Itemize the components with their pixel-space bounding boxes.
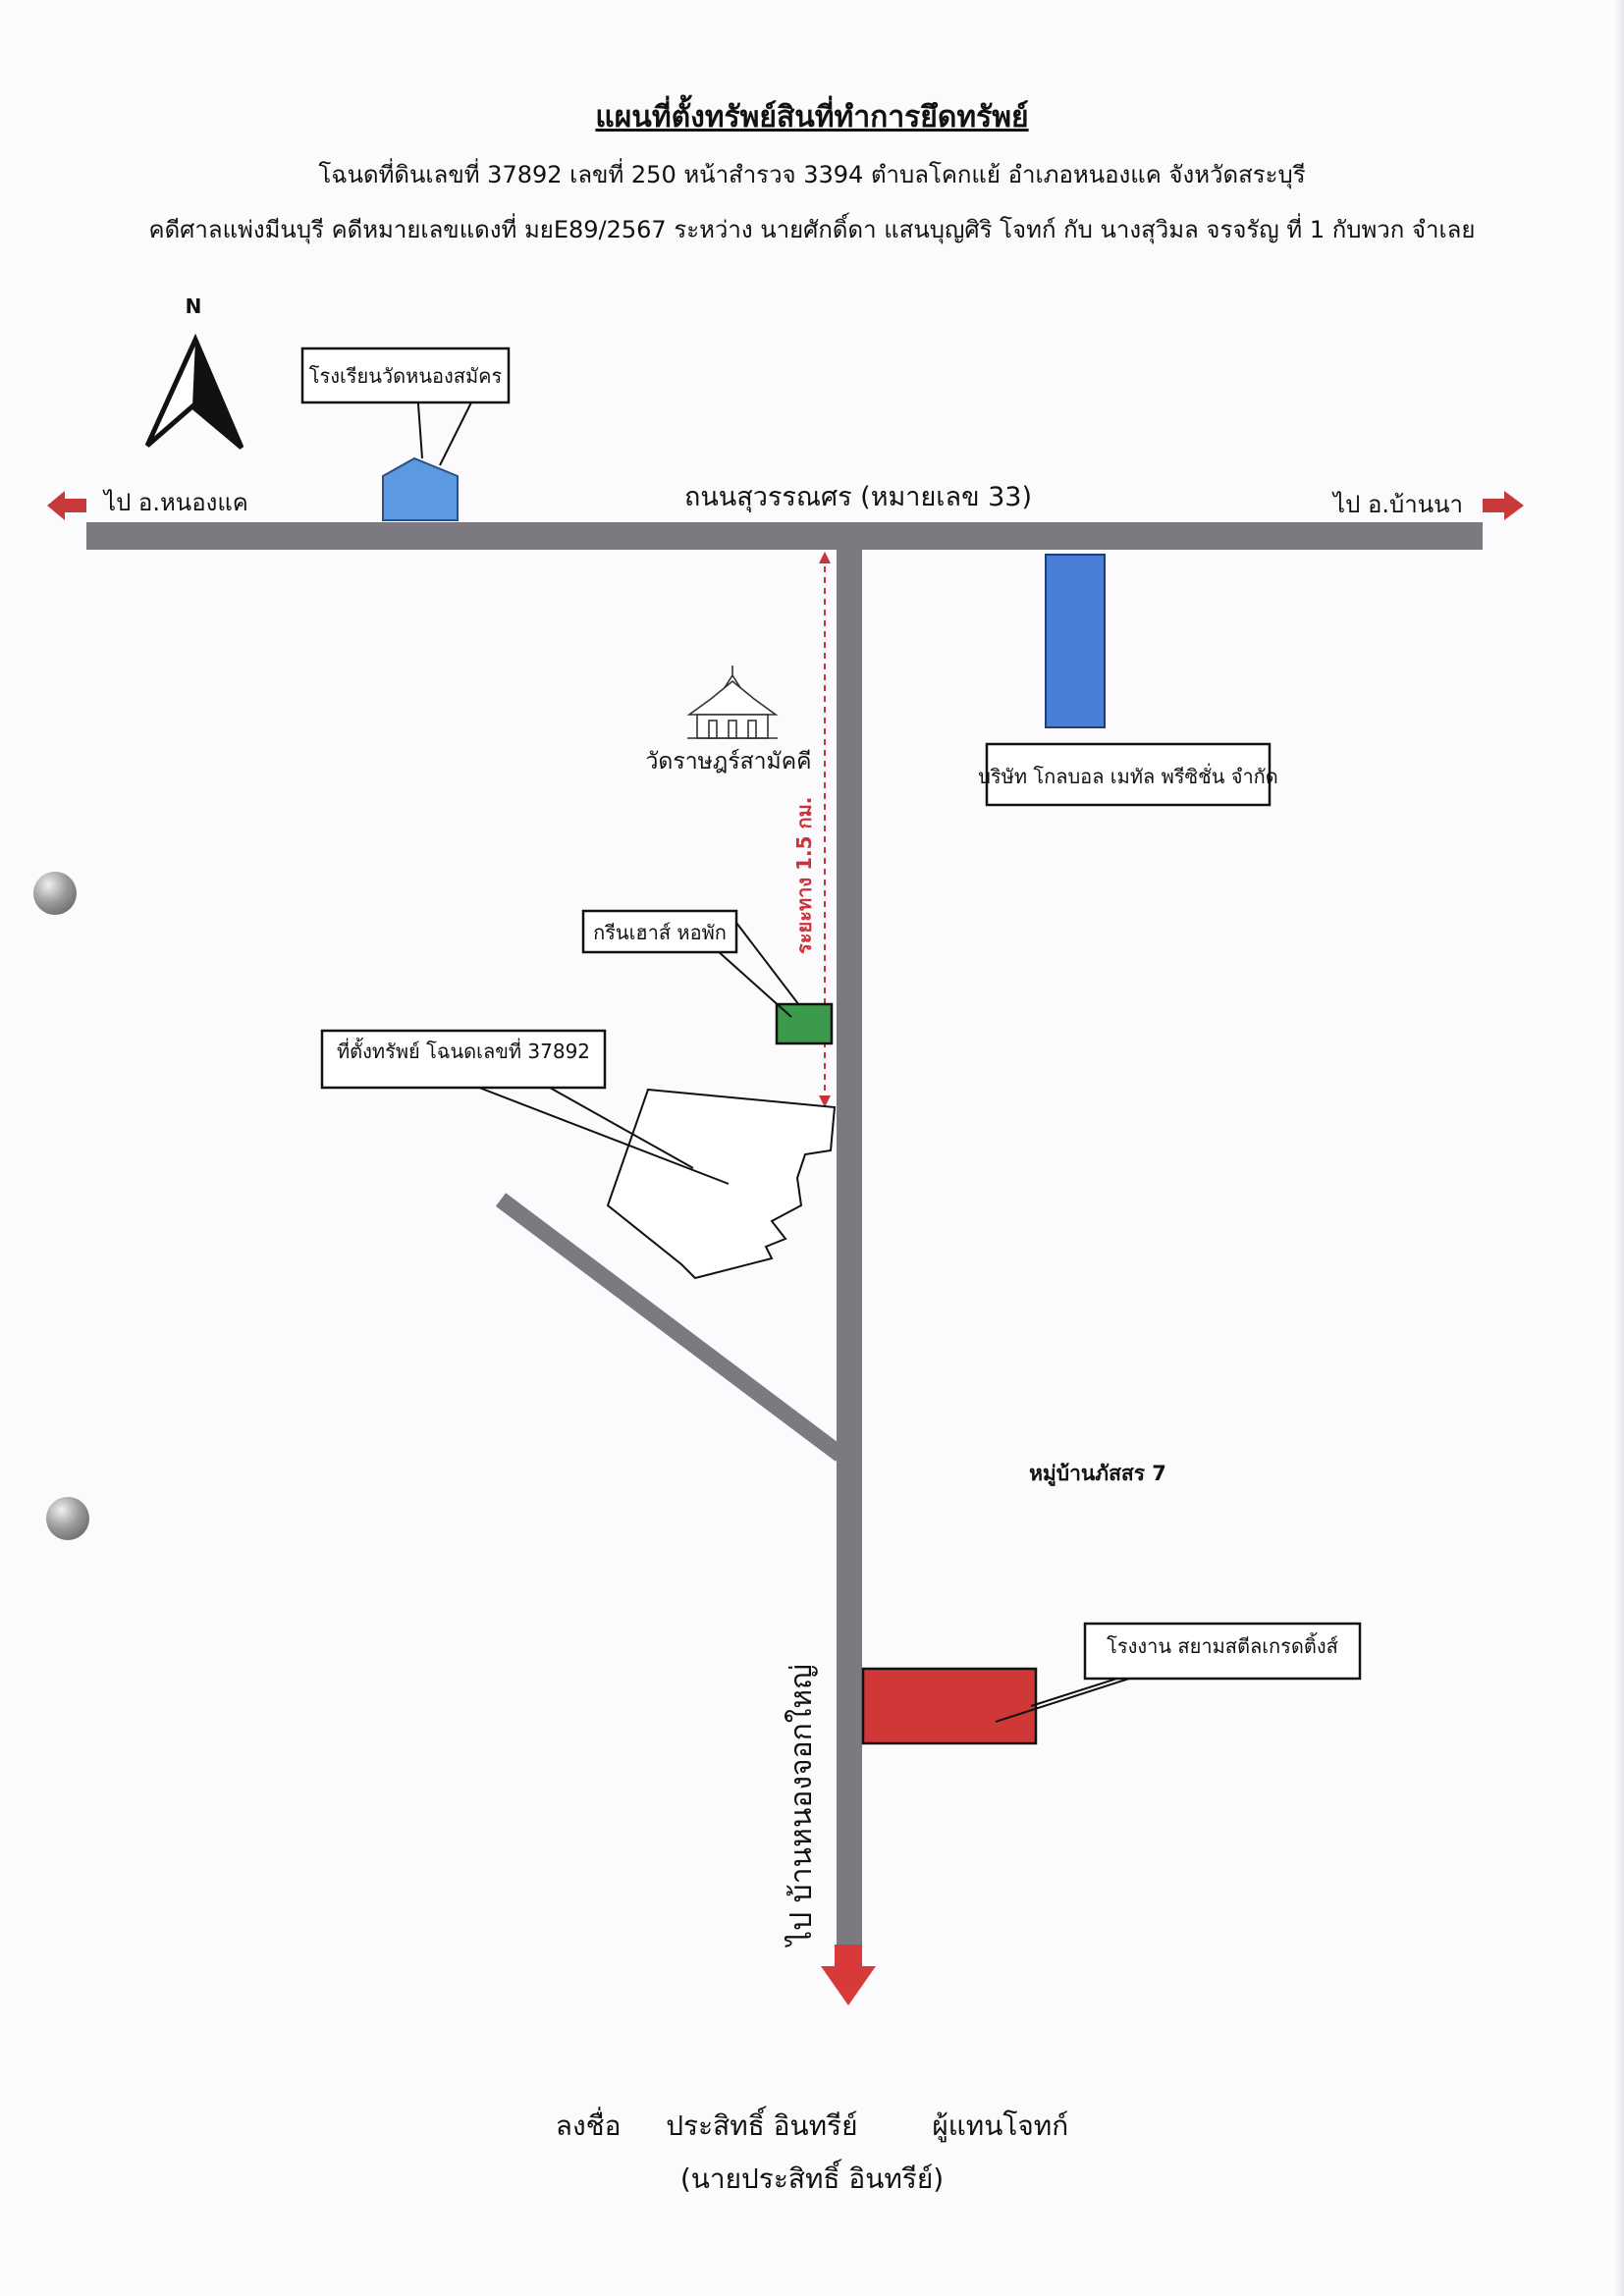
down-arrow-icon [821, 1945, 876, 2005]
binder-hole [46, 1497, 89, 1540]
side-road-south [837, 536, 862, 1945]
greenhouse-pointer [716, 949, 792, 1018]
village-label: หมู่บ้านภัสสร 7 [1029, 1462, 1166, 1487]
signature-line: ลงชื่อ ประสิทธิ์ อินทรีย์ ผู้แทนโจทก์ [0, 2105, 1624, 2148]
right-arrow-icon [1483, 491, 1524, 520]
left-arrow-icon [47, 491, 86, 520]
factory-label: โรงงาน สยามสตีลเกรดติ้งส์ [1107, 1632, 1338, 1658]
scan-edge [1614, 0, 1624, 2296]
school-building-icon [382, 456, 459, 521]
signatory-role: ผู้แทนโจทก์ [932, 2109, 1069, 2142]
property-parcel [606, 1088, 837, 1280]
map-title: แผนที่ตั้งทรัพย์สินที่ทำการยึดทรัพย์ [595, 100, 1029, 134]
main-road-label: ถนนสุวรรณศร (หมายเลข 33) [684, 482, 1032, 513]
signatory-full-name: (นายประสิทธิ์ อินทรีย์) [679, 2163, 945, 2195]
binder-hole [33, 872, 77, 915]
property-pointer [549, 1087, 694, 1169]
branch-road [495, 1193, 846, 1462]
property-pointer [478, 1087, 730, 1185]
greenhouse-pointer [735, 922, 800, 1006]
greenhouse-label: กรีนเฮาส์ หอพัก [593, 921, 727, 944]
case-info: คดีศาลแพ่งมีนบุรี คดีหมายเลขแดงที่ มยE89… [148, 216, 1476, 243]
north-arrow-icon: N [144, 294, 244, 450]
company-callout-box [985, 742, 1272, 807]
company-label: บริษัท โกลบอล เมทัล พรีซิชั่น จำกัด [978, 763, 1278, 788]
temple-icon [686, 666, 779, 739]
greenhouse-callout-box [581, 909, 738, 954]
school-callout-box [300, 347, 511, 404]
property-callout-box [320, 1029, 607, 1090]
factory-pointer [1030, 1674, 1130, 1707]
signatory-name: ประสิทธิ์ อินทรีย์ [666, 2109, 858, 2142]
south-direction-label: ไป บ้านหนองจอกใหญ่ [784, 1664, 819, 1948]
roads [86, 522, 1483, 1945]
company-building [1045, 554, 1106, 728]
factory-building [861, 1667, 1038, 1745]
east-direction-label: ไป อ.บ้านนา [1331, 491, 1463, 518]
factory-callout-box [1083, 1622, 1362, 1681]
main-road [86, 522, 1483, 550]
west-direction-label: ไป อ.หนองแค [102, 489, 248, 516]
distance-label: ระยะทาง 1.5 กม. [792, 797, 816, 954]
north-label: N [186, 294, 202, 318]
temple-label: วัดราษฎร์สามัคคี [646, 748, 812, 774]
deed-info: โฉนดที่ดินเลขที่ 37892 เลขที่ 250 หน้าสำ… [318, 161, 1306, 188]
signature-label: ลงชื่อ [555, 2109, 622, 2142]
school-label: โรงเรียนวัดหนองสมัคร [309, 364, 503, 388]
factory-pointer [995, 1678, 1130, 1723]
property-label: ที่ตั้งทรัพย์ โฉนดเลขที่ 37892 [337, 1038, 590, 1063]
